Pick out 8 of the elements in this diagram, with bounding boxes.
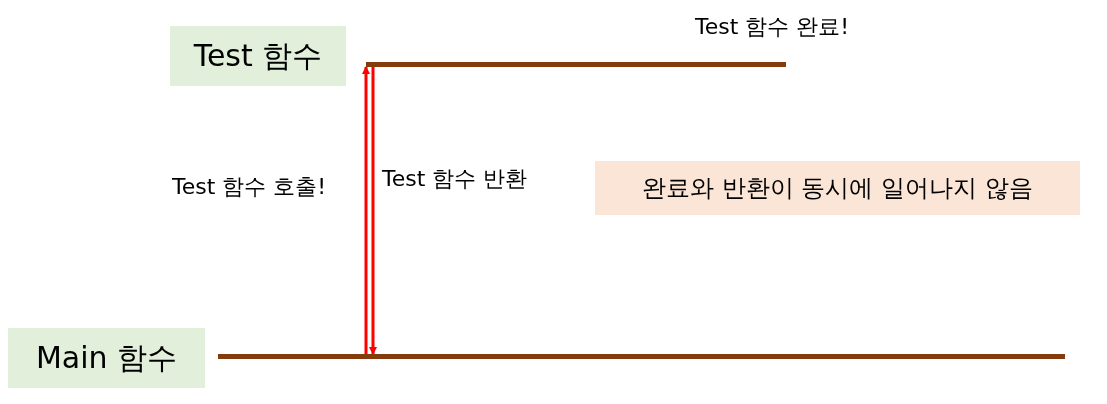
arrow (362, 66, 370, 354)
timeline-bar (366, 62, 786, 67)
note-box: 완료와 반환이 동시에 일어나지 않음 (595, 161, 1080, 215)
function-box: Test 함수 (170, 26, 346, 86)
arrow (369, 67, 377, 355)
timeline-note: Test 함수 완료! (695, 13, 850, 41)
timeline-bar (218, 354, 1065, 359)
function-box: Main 함수 (8, 328, 205, 388)
